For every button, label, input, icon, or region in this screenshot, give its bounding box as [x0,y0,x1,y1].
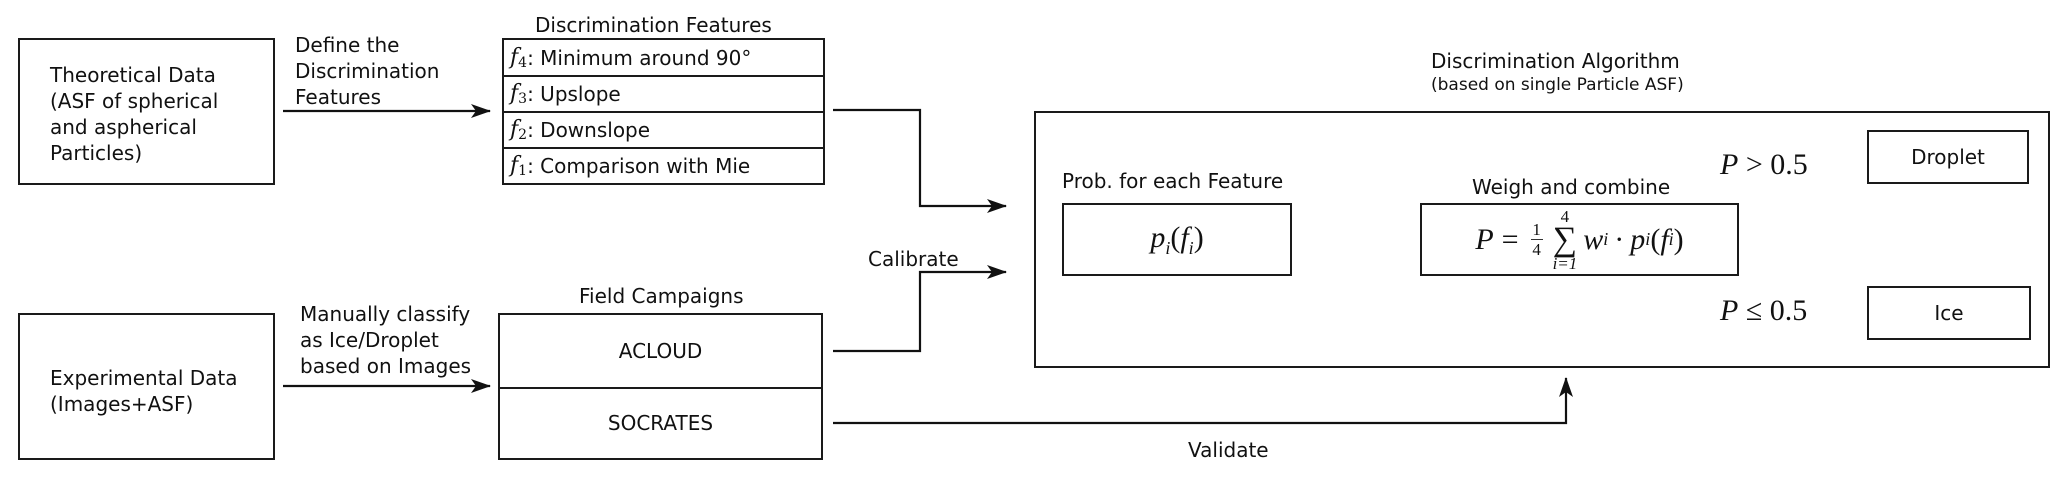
field-campaigns-table: ACLOUD SOCRATES [498,313,823,460]
algorithm-subtitle: (based on single Particle ASF) [1431,75,1684,95]
features-title: Discrimination Features [535,13,772,37]
combine-label: Weigh and combine [1472,175,1671,199]
sum-top: 4 [1560,206,1570,226]
formula-sum: 4 ∑ i=1 [1553,208,1578,272]
formula-dot: · [1614,222,1625,256]
feature-index: 2 [518,126,528,143]
calibrate-label: Calibrate [868,247,959,271]
fraction-num: 1 [1532,220,1541,239]
validate-label: Validate [1188,438,1269,462]
experimental-line: Experimental Data [50,366,238,390]
theoretical-line: Particles) [50,141,143,165]
outcome-droplet: Droplet [1867,130,2029,184]
formula-sub-i: i [1645,229,1651,249]
theoretical-line: (ASF of spherical [50,89,219,113]
manual-line: Manually classify [300,302,471,326]
formula-sub-i: i [1188,237,1194,258]
feature-index: 1 [518,162,528,179]
manual-line: based on Images [300,354,472,378]
feature-symbol: f [510,153,519,178]
sum-sigma: ∑ [1552,220,1578,258]
prob-label: Prob. for each Feature [1062,169,1284,193]
manual-line: as Ice/Droplet [300,328,439,352]
theoretical-line: and aspherical [50,115,197,139]
feature-label: : Upslope [527,81,621,106]
formula-P: P [1475,222,1494,256]
cond-op: > [1745,148,1763,181]
feature-label: : Downslope [527,117,651,142]
experimental-line: (Images+ASF) [50,392,194,416]
arrow-calibrate [833,265,1007,353]
feature-symbol: f [510,81,519,106]
formula-eq: = [1501,222,1519,256]
cond-var: P [1720,148,1739,181]
theoretical-line: Theoretical Data [50,63,216,87]
define-line: Define the [295,33,400,57]
formula-fraction: 1 4 [1530,220,1543,259]
manual-classify-label: Manually classify as Ice/Droplet based o… [300,301,471,379]
define-line: Discrimination [295,59,440,83]
cond-value: 0.5 [1770,148,1808,181]
feature-symbol: f [510,117,519,142]
condition-droplet: P > 0.5 [1720,148,1808,182]
feature-index: 4 [518,54,528,71]
formula-sub-i: i [1603,229,1609,249]
prob-formula: pi(fi) [1150,220,1204,258]
arrow-validate [833,377,1573,425]
define-line: Features [295,85,381,109]
formula-w: w [1583,222,1604,256]
condition-ice: P ≤ 0.5 [1720,294,1807,328]
arrow-features-to-algorithm [833,108,1007,213]
cond-var: P [1720,294,1739,327]
feature-index: 3 [518,90,528,107]
cond-value: 0.5 [1769,294,1808,327]
outcome-ice: Ice [1867,286,2031,340]
cond-op: ≤ [1745,294,1763,327]
formula-f: f [1180,220,1189,254]
formula-p: p [1630,222,1646,256]
campaign-socrates: SOCRATES [607,410,714,435]
feature-label: : Comparison with Mie [527,153,751,178]
formula-sub-i: i [1165,237,1171,258]
algorithm-title: Discrimination Algorithm [1431,49,1680,73]
feature-label: : Minimum around 90° [527,45,752,70]
formula-f: f [1660,222,1669,256]
feature-symbol: f [510,45,519,70]
sum-bottom: i=1 [1552,253,1578,273]
formula-p: p [1150,220,1166,254]
fraction-den: 4 [1532,240,1541,259]
formula-sub-i: i [1668,229,1674,249]
prob-formula-box: pi(fi) [1062,203,1292,276]
experimental-data-box: Experimental Data (Images+ASF) [18,313,275,460]
theoretical-data-box: Theoretical Data (ASF of spherical and a… [18,38,275,185]
campaign-acloud: ACLOUD [500,315,821,389]
define-features-label: Define the Discrimination Features [295,32,439,110]
field-campaigns-title: Field Campaigns [579,284,744,308]
